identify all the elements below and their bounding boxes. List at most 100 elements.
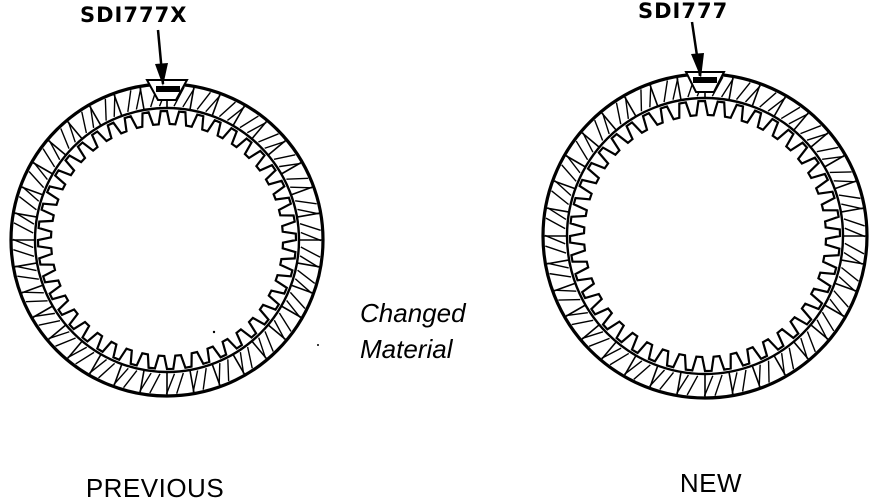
ring-hatch-line (714, 374, 723, 396)
ring-hatch-line (544, 234, 566, 245)
ring-hatch-line (22, 291, 44, 294)
ring-hatch-line (89, 359, 108, 374)
ring-hatch-line (744, 85, 761, 103)
ring-hatch-line (55, 337, 76, 347)
ring-hatch-line (113, 367, 129, 385)
ring-hatch-line (594, 119, 604, 141)
ring-hatch-line (17, 275, 39, 280)
previous-friction-ring (9, 82, 325, 398)
ring-hatch-line (843, 251, 863, 265)
ring-hatch-line (67, 346, 88, 359)
previous-inner-teeth (36, 109, 298, 371)
ring-hatch-line (686, 375, 699, 396)
ring-hatch-line (38, 319, 61, 326)
ring-hatch-line (547, 262, 569, 269)
ring-hatch-line (741, 369, 747, 392)
ring-hatch-line (624, 360, 643, 375)
new-caption: NEW (680, 468, 742, 498)
ring-hatch-line (60, 128, 70, 149)
ring-hatch-line (672, 78, 679, 100)
new-inner-teeth (568, 99, 842, 373)
ring-hatch-line (554, 289, 577, 292)
ring-hatch-line (15, 212, 35, 225)
ring-hatch-line (806, 331, 816, 353)
ring-hatch-line (13, 222, 34, 234)
ring-hatch-line (113, 95, 116, 117)
ring-hatch-line (575, 140, 589, 161)
ring-hatch-line (67, 121, 76, 143)
ring-hatch-line (838, 194, 861, 200)
ring-hatch-line (659, 371, 675, 390)
ring-hatch-line (601, 347, 622, 359)
ring-hatch-line (676, 374, 690, 394)
ring-hatch-line (633, 364, 651, 380)
new-clutch-plate: SDI777 NEW (541, 0, 869, 498)
scan-speck (317, 344, 319, 346)
ring-hatch-line (28, 171, 45, 189)
ring-hatch-line (286, 299, 301, 318)
ring-hatch-line (15, 265, 37, 272)
ring-hatch-line (246, 346, 253, 369)
scan-speck (212, 330, 216, 334)
ring-hatch-line (12, 238, 34, 249)
ring-hatch-line (571, 319, 594, 326)
previous-part-number: SDI777X (80, 3, 187, 27)
ring-hatch-line (89, 106, 95, 128)
ring-hatch-line (833, 180, 856, 183)
ring-hatch-line (767, 97, 786, 112)
ring-hatch-line (720, 78, 734, 98)
ring-hatch-line (48, 331, 70, 340)
ring-hatch-line (258, 337, 267, 359)
ring-hatch-line (788, 113, 809, 125)
ring-hatch-line (258, 133, 279, 143)
ring-hatch-line (545, 217, 566, 230)
ring-hatch-line (800, 337, 809, 360)
ring-hatch-line (139, 372, 152, 392)
ring-hatch-line (13, 249, 35, 257)
ring-hatch-line (821, 311, 835, 332)
ring-hatch-line (218, 363, 221, 385)
new-id-mark (693, 77, 717, 83)
ring-hatch-line (780, 106, 801, 120)
ring-hatch-line (759, 92, 777, 108)
ring-hatch-line (22, 186, 40, 202)
ring-hatch-line (663, 80, 669, 103)
ring-hatch-line (165, 373, 176, 395)
ring-hatch-line (299, 223, 321, 231)
ring-hatch-line (294, 278, 312, 294)
ring-hatch-line (806, 132, 829, 141)
ring-hatch-line (42, 148, 56, 168)
new-part-arrow (690, 21, 704, 78)
ring-hatch-line (33, 162, 48, 181)
new-part-number: SDI777 (638, 0, 728, 23)
changed-material-note: Changed Material (360, 298, 467, 364)
ring-hatch-line (297, 269, 316, 285)
ring-hatch-line (192, 370, 199, 392)
ring-hatch-line (205, 95, 221, 113)
ring-hatch-line (289, 291, 306, 309)
ring-hatch-line (833, 290, 849, 308)
ring-hatch-line (841, 203, 863, 210)
ring-hatch-line (601, 112, 610, 135)
note-line-1: Changed (360, 298, 467, 328)
previous-part-arrow (155, 29, 168, 86)
ring-hatch-line (582, 132, 594, 153)
ring-hatch-line (98, 362, 116, 379)
ring-hatch-line (545, 245, 567, 254)
ring-hatch-line (25, 300, 48, 303)
ring-hatch-line (561, 164, 577, 182)
ring-hatch-line (800, 125, 822, 135)
ring-hatch-line (290, 186, 312, 189)
ring-hatch-line (609, 352, 630, 366)
ring-hatch-line (649, 369, 666, 387)
ring-hatch-line (226, 106, 245, 121)
ring-hatch-line (196, 91, 212, 110)
ring-hatch-line (649, 85, 652, 108)
previous-caption: PREVIOUS (86, 473, 224, 500)
ring-hatch-line (840, 266, 859, 282)
ring-hatch-line (758, 364, 761, 387)
ring-hatch-line (822, 155, 844, 161)
ring-hatch-line (104, 98, 107, 121)
ring-hatch-line (843, 218, 865, 227)
